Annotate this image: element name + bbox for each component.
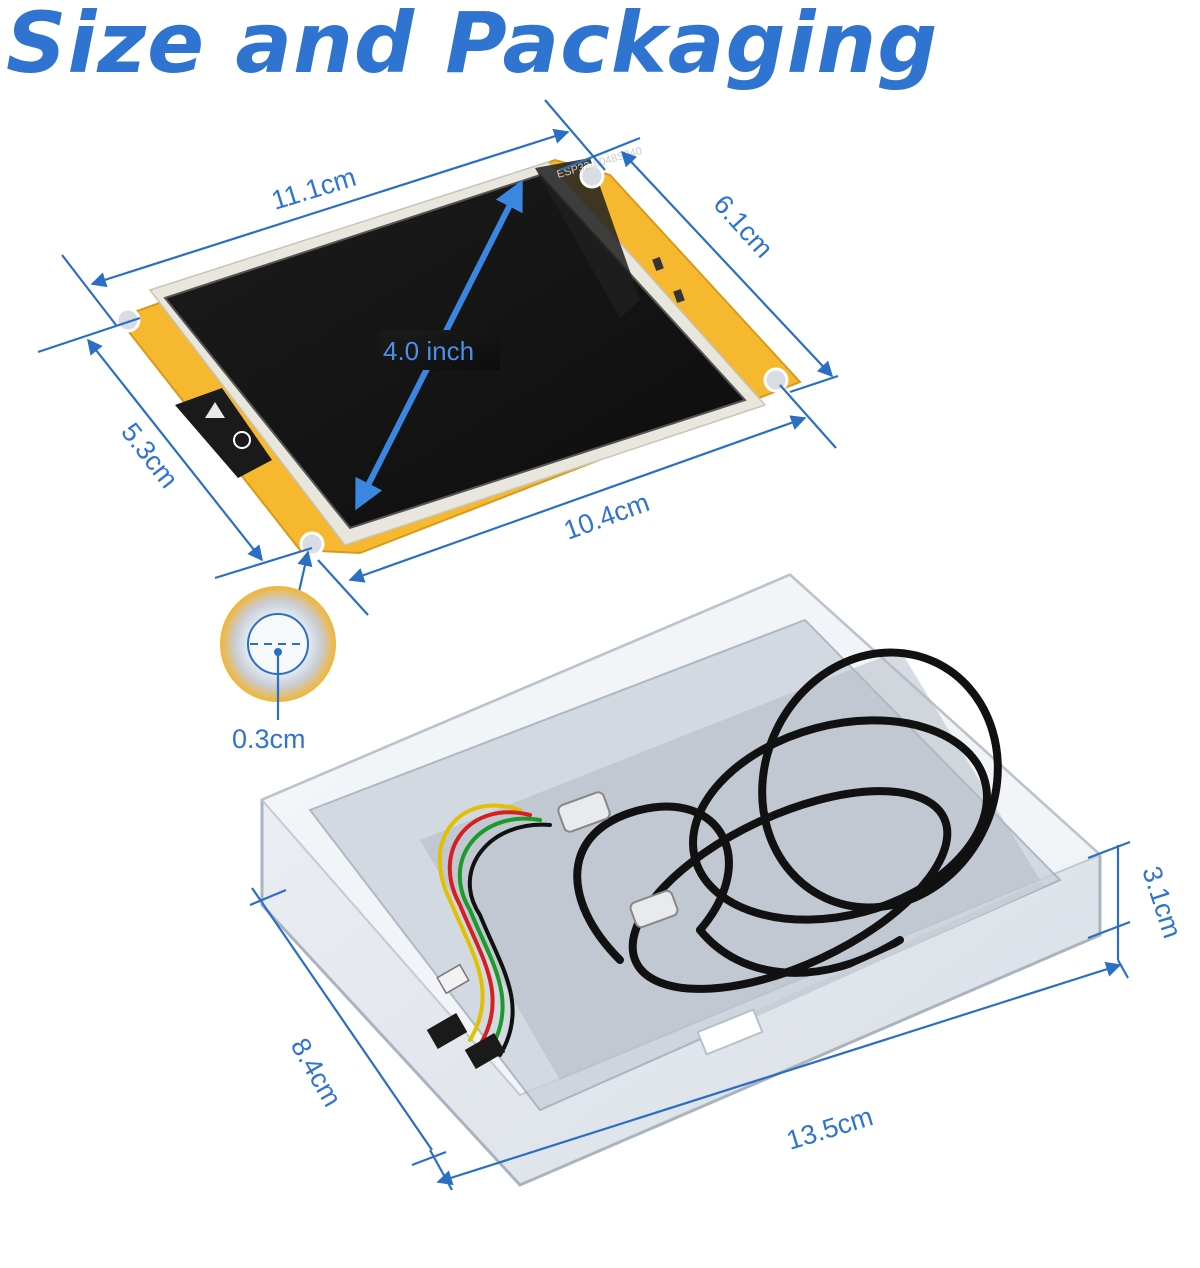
usb-c-plug-icon [557,791,611,833]
dim-box-length-label: 13.5cm [783,1101,876,1156]
page-title: Size and Packaging [6,0,939,92]
dim-board-inner-length-label: 10.4cm [560,487,653,545]
mount-hole-top [579,163,605,189]
mount-hole-left [115,307,141,333]
packaging-box [260,573,1102,1187]
hole-diameter-label: 0.3cm [232,724,306,754]
diagonal-label-bg [380,330,500,370]
dim-board-width-label: 6.1cm [708,189,779,264]
hole-closeup: 0.3cm [220,550,336,754]
dim-board-length-label: 11.1cm [268,162,360,216]
mount-hole-bottom [299,531,325,557]
dim-board-inner-width-label: 5.3cm [115,417,184,493]
dim-box-height-label: 3.1cm [1136,863,1187,942]
diagonal-label: 4.0 inch [383,336,474,366]
usb-c-plug-icon [629,889,679,929]
dim-box-width-label: 8.4cm [285,1033,348,1112]
dim-box-height: 3.1cm [1087,840,1188,960]
